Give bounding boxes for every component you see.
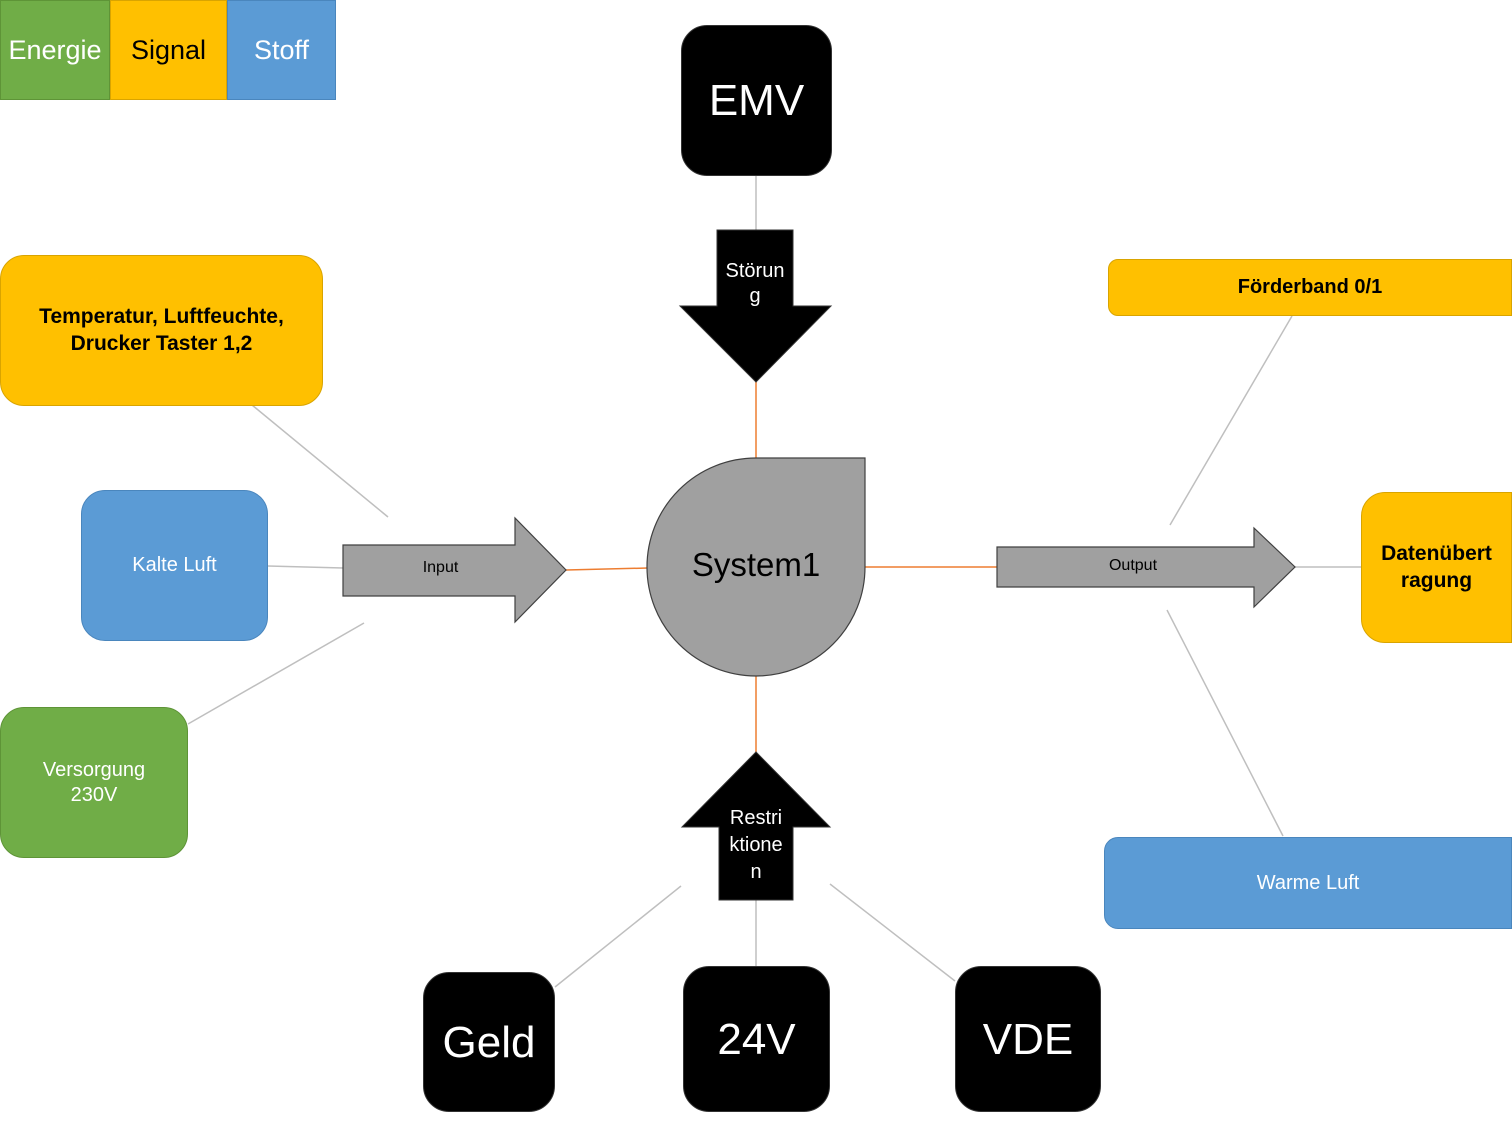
input-arrow [342,516,567,624]
datenuebertragung-box: Datenübert ragung [1361,492,1512,643]
system-shape [646,457,866,677]
vde-box: VDE [955,966,1101,1112]
datenuebertragung-label-line1: Datenübert [1381,542,1492,566]
v24-box: 24V [683,966,830,1112]
kalte-luft-box: Kalte Luft [81,490,268,641]
warme-luft-box: Warme Luft [1104,837,1512,929]
connector-foerderband [1169,315,1293,526]
connector-vde [829,883,956,982]
connector-temperatur [251,404,389,518]
v24-label: 24V [717,1014,796,1064]
connector-versorgung [187,622,365,725]
warme-luft-label: Warme Luft [1256,871,1360,894]
emv-box: EMV [681,25,832,176]
connector-kalte-luft [267,565,344,569]
output-arrow [996,526,1296,609]
restriktionen-arrow [680,751,832,901]
stoerung-arrow [678,229,833,383]
connector-warme-luft [1166,609,1284,837]
legend-energie-label: Energie [8,34,102,65]
foerderband-box: Förderband 0/1 [1108,259,1512,316]
emv-label: EMV [708,76,805,125]
legend-stoff: Stoff [227,0,336,100]
vde-label: VDE [982,1014,1074,1064]
temperatur-box: Temperatur, Luftfeuchte, Drucker Taster … [0,255,323,406]
legend-signal: Signal [110,0,227,100]
legend-signal-label: Signal [130,34,207,65]
versorgung-box: Versorgung 230V [0,707,188,858]
temperatur-label-line1: Temperatur, Luftfeuchte, [39,305,284,329]
geld-box: Geld [423,972,555,1112]
foerderband-label: Förderband 0/1 [1237,276,1383,298]
kalte-luft-label: Kalte Luft [132,554,217,576]
connector-input-system [565,567,649,571]
versorgung-label-line1: Versorgung [42,758,146,781]
temperatur-label-line2: Drucker Taster 1,2 [70,331,253,355]
datenuebertragung-label-line2: ragung [1400,568,1473,592]
connector-geld [554,885,682,988]
geld-label: Geld [442,1017,536,1067]
versorgung-label-line2: 230V [70,783,118,806]
legend-energie: Energie [0,0,110,100]
legend-stoff-label: Stoff [253,34,310,65]
